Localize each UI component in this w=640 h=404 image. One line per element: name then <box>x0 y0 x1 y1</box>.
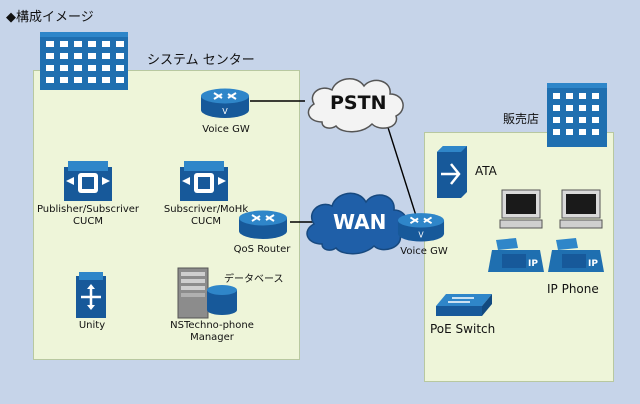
svg-text:V: V <box>418 231 424 240</box>
nstechno-label-2: Manager <box>190 332 234 343</box>
subscriver-cucm-icon <box>180 161 228 201</box>
svg-text:V: V <box>222 107 228 116</box>
pstn-label: PSTN <box>330 92 387 114</box>
publisher-cucm-label-1: Publisher/Subscriver <box>36 204 140 215</box>
poe-switch-label: PoE Switch <box>430 322 496 336</box>
unity-label: Unity <box>78 320 106 331</box>
store-title: 販売店 <box>503 112 540 126</box>
voice-gw-center-label: Voice GW <box>202 124 250 135</box>
nstechno-label-1: NSTechno-phone <box>170 320 254 331</box>
nstechno-server-icon <box>177 267 209 319</box>
ip-phone-icon-2: IP <box>548 238 604 272</box>
wan-label: WAN <box>333 210 387 234</box>
voice-gw-router-icon: V <box>201 88 249 118</box>
voice-gw-store-label: Voice GW <box>400 246 448 257</box>
database-icon <box>207 285 237 315</box>
pstn-cloud-icon <box>307 78 404 133</box>
unity-server-icon <box>76 272 106 318</box>
page-title: ◆構成イメージ <box>6 10 94 25</box>
wan-cloud-icon <box>306 192 408 255</box>
ata-label: ATA <box>475 164 497 178</box>
building-icon <box>40 32 128 90</box>
publisher-cucm-icon <box>64 161 112 201</box>
svg-text:IP: IP <box>528 259 538 269</box>
link-pstn-store <box>384 117 419 223</box>
pc-icon-1 <box>499 189 543 229</box>
pc-icon-2 <box>559 189 603 229</box>
publisher-cucm-label-2: CUCM <box>73 216 103 227</box>
voice-gw-store-router-icon: V <box>397 213 445 242</box>
qos-router-icon <box>239 210 287 239</box>
database-label: データベース <box>224 274 284 285</box>
system-center-title: システム センター <box>147 53 255 68</box>
svg-text:IP: IP <box>588 259 598 269</box>
ip-phone-label: IP Phone <box>547 282 599 296</box>
subscriver-cucm-label-1: Subscriver/MoHk <box>163 204 249 215</box>
qos-router-label: QoS Router <box>233 244 291 255</box>
store-building-icon <box>547 83 607 147</box>
subscriver-cucm-label-2: CUCM <box>191 216 221 227</box>
poe-switch-icon <box>436 294 492 316</box>
ip-phone-icon-1: IP <box>488 238 544 272</box>
ata-icon <box>437 146 467 198</box>
